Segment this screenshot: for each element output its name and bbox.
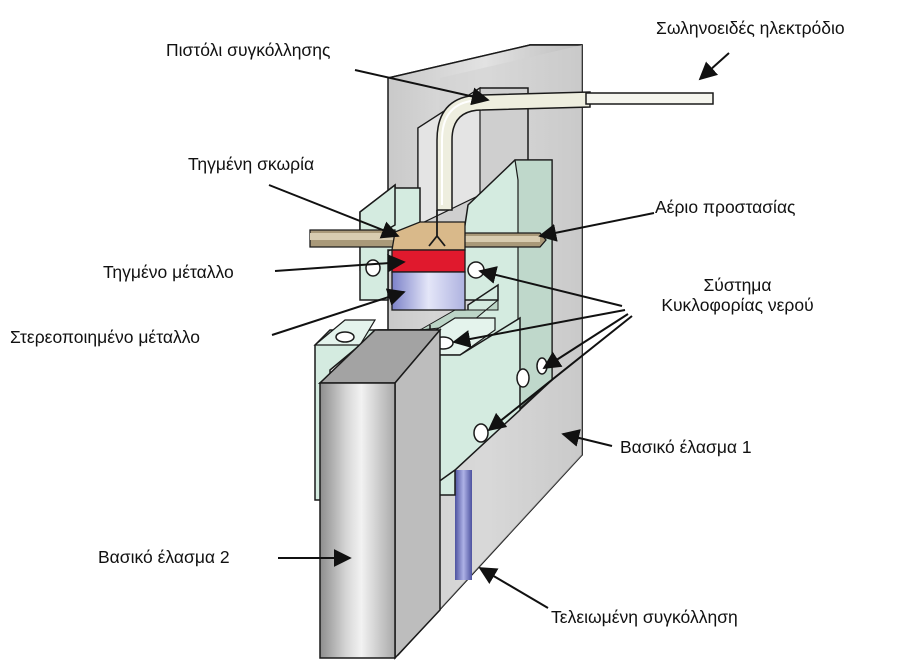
leader-slag — [268, 184, 400, 239]
label-finished-weld: Τελειωμένη συγκόλληση — [551, 607, 738, 627]
leader-water-1 — [478, 266, 623, 307]
label-plate-2: Βασικό έλασμα 2 — [98, 547, 230, 567]
leader-shield-gas — [538, 212, 655, 242]
water-pipes — [309, 229, 547, 248]
molten-slag — [391, 221, 466, 251]
solidified-metal — [391, 271, 466, 311]
base-plate-2 — [318, 325, 442, 660]
label-slag: Τηγμένη σκωρία — [188, 154, 315, 174]
label-solid-metal: Στερεοποιημένο μέταλλο — [10, 327, 200, 347]
electrode-tip — [428, 210, 446, 247]
label-water-line2: Κυκλοφορίας νερού — [661, 295, 814, 316]
label-water-line1: Σύστημα — [703, 275, 772, 295]
leader-finished-weld — [478, 567, 549, 609]
leader-water-2 — [452, 309, 626, 348]
molten-metal — [391, 249, 466, 273]
finished-weld-seam — [455, 470, 472, 580]
label-electrode: Σωληνοειδές ηλεκτρόδιο — [656, 18, 845, 38]
leader-torch — [354, 69, 490, 106]
label-shield-gas: Αέριο προστασίας — [655, 197, 796, 217]
label-torch: Πιστόλι συγκόλλησης — [166, 40, 331, 60]
label-plate-1: Βασικό έλασμα 1 — [620, 437, 752, 457]
leader-lines — [268, 52, 730, 609]
leader-solid-metal — [271, 288, 406, 336]
leader-electrode — [698, 52, 730, 81]
label-molten-metal: Τηγμένο μέταλλο — [103, 262, 234, 282]
leader-molten-metal — [274, 254, 406, 273]
leader-water-3 — [542, 313, 629, 369]
leader-water-4 — [487, 315, 633, 432]
leader-plate-1 — [561, 429, 613, 447]
label-water-system: Σύστημα Κυκλοφορίας νερού — [630, 275, 845, 315]
